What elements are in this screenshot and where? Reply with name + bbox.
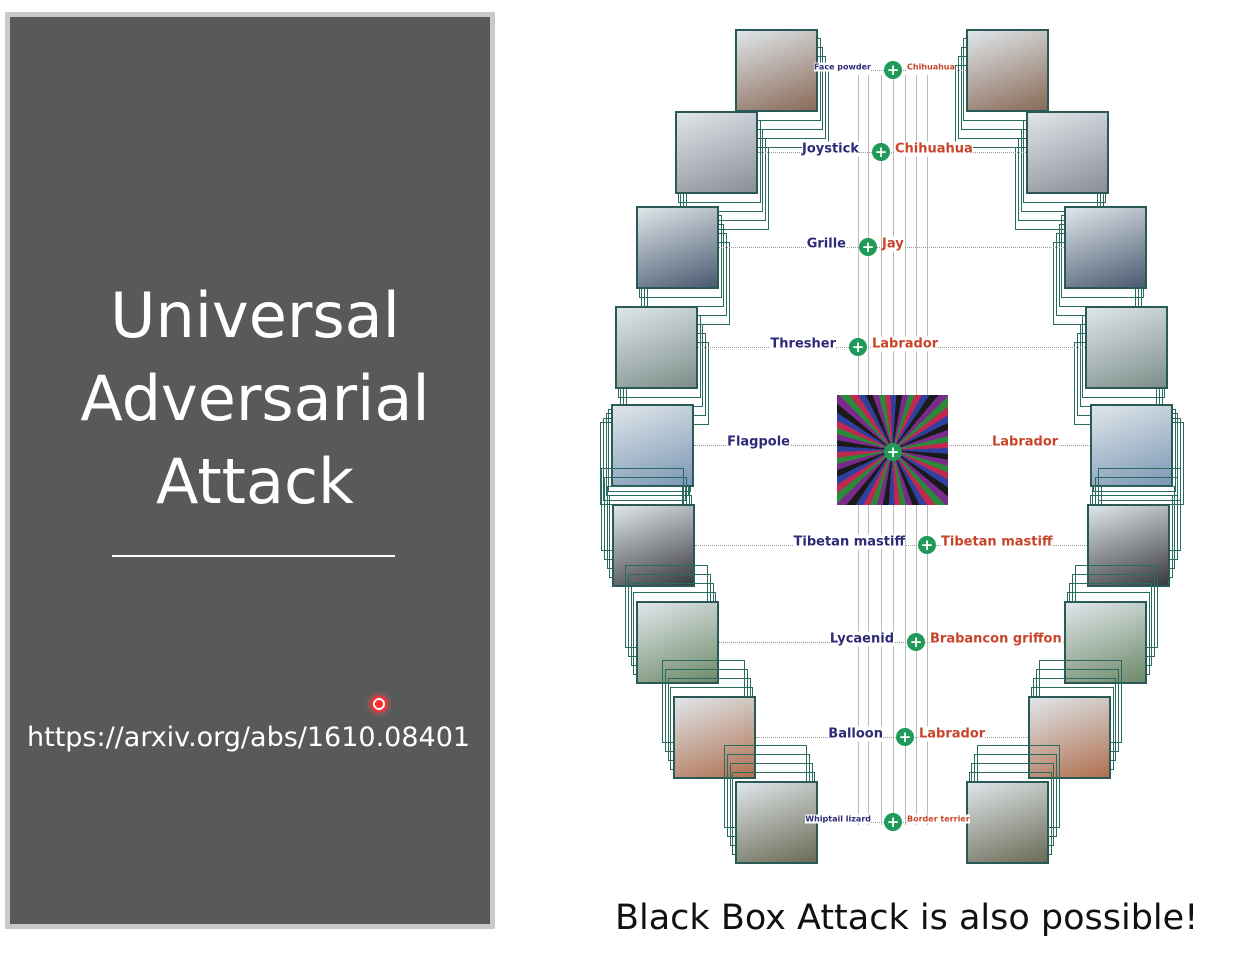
laser-pointer-icon (365, 690, 393, 718)
dotted-arrow (758, 152, 1026, 153)
perturbed-label: Labrador (872, 336, 939, 352)
perturbed-image (966, 29, 1049, 112)
original-image (611, 404, 694, 487)
perturbed-image (1028, 696, 1111, 779)
plus-icon: + (859, 238, 877, 256)
original-label: Joystick (801, 141, 859, 157)
title-line: Universal (110, 279, 400, 352)
plus-icon: + (896, 728, 914, 746)
original-image (675, 111, 758, 194)
slide-title: Universal Adversarial Attack (5, 274, 505, 523)
plus-icon: + (918, 536, 936, 554)
original-image (636, 206, 719, 289)
perturbed-label: Chihuahua (907, 62, 955, 72)
plus-icon: + (884, 443, 902, 461)
dotted-arrow (756, 737, 1028, 738)
original-label: Tibetan mastiff (793, 534, 905, 550)
perturbed-label: Chihuahua (895, 141, 973, 157)
plus-icon: + (872, 143, 890, 161)
title-line: Adversarial (80, 362, 430, 435)
perturbed-label: Tibetan mastiff (941, 534, 1053, 550)
perturbed-image (1064, 601, 1147, 684)
original-image (735, 29, 818, 112)
perturbed-image (1087, 504, 1170, 587)
perturbed-label: Border terrier (907, 814, 970, 824)
perturbed-image (1026, 111, 1109, 194)
title-line: Attack (156, 445, 354, 518)
slide-caption: Black Box Attack is also possible! (615, 898, 1199, 938)
perturbed-image (966, 781, 1049, 864)
original-label: Whiptail lizard (805, 814, 871, 824)
original-image (615, 306, 698, 389)
original-label: Balloon (828, 726, 883, 742)
perturbed-label: Labrador (919, 726, 986, 742)
perturbed-label: Jay (882, 236, 904, 252)
original-image (735, 781, 818, 864)
perturbed-label: Brabancon griffon (930, 631, 1062, 647)
original-label: Thresher (770, 336, 836, 352)
original-image (636, 601, 719, 684)
title-panel: Universal Adversarial Attack https://arx… (5, 12, 495, 929)
title-divider (112, 555, 395, 557)
original-label: Face powder (813, 62, 871, 72)
paper-link[interactable]: https://arxiv.org/abs/1610.08401 (27, 722, 471, 753)
plus-icon: + (884, 61, 902, 79)
original-label: Grille (806, 236, 846, 252)
plus-icon: + (884, 813, 902, 831)
title-panel-inner (10, 17, 490, 924)
original-image (673, 696, 756, 779)
plus-icon: + (849, 338, 867, 356)
perturbed-label: Labrador (992, 434, 1059, 450)
perturbed-image (1064, 206, 1147, 289)
perturbed-image (1085, 306, 1168, 389)
original-label: Lycaenid (829, 631, 894, 647)
original-label: Flagpole (727, 434, 790, 450)
plus-icon: + (907, 633, 925, 651)
